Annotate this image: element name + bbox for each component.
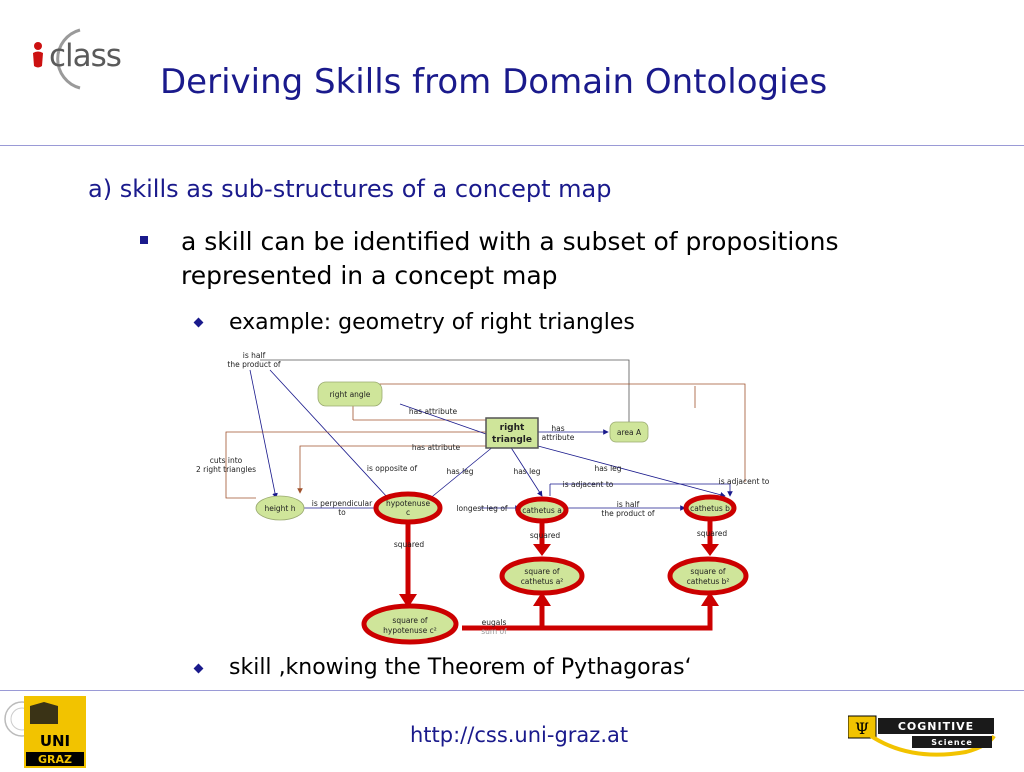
node-label: cathetus b² (687, 577, 730, 586)
node-cathetus-a (515, 496, 569, 524)
svg-text:GRAZ: GRAZ (38, 753, 72, 766)
edge-label: has leg (513, 467, 540, 476)
top-divider (0, 145, 1024, 146)
node-label: hypotenuse (386, 499, 431, 508)
example-text: example: geometry of right triangles (229, 310, 635, 335)
edge-label: is adjacent to (563, 480, 614, 489)
edge-label: 2 right triangles (196, 465, 256, 474)
node-label: triangle (492, 435, 532, 445)
node-label: cathetus a (522, 506, 562, 515)
iclass-logo (28, 26, 128, 90)
edge-label: the product of (227, 360, 281, 369)
edge-label: squared (394, 540, 425, 549)
edge-label: is adjacent to (719, 477, 770, 486)
concept-map-diagram: right angle right triangle area A height… (196, 351, 770, 645)
edge-label: is half (243, 351, 266, 360)
node-square-b (667, 556, 749, 596)
edge-label: has attribute (412, 443, 461, 452)
node-label: cathetus b (690, 504, 730, 513)
node-label: square of (392, 616, 428, 625)
uni-graz-logo: UNI GRAZ (24, 696, 86, 768)
bottom-divider (0, 690, 1024, 691)
node-label: cathetus a² (521, 577, 564, 586)
edge-label: eugals (482, 618, 507, 627)
node-square-c (361, 603, 459, 645)
skill-text: skill ‚knowing the Theorem of Pythagoras… (229, 655, 692, 680)
edge-label: sum of (481, 627, 507, 636)
edge-label: is perpendicular (312, 499, 373, 508)
edge-label: has leg (446, 467, 473, 476)
cognitive-science-logo: Ψ COGNITIVE Science (847, 710, 998, 758)
edge-label: cuts into (210, 456, 243, 465)
slide-title: Deriving Skills from Domain Ontologies (160, 62, 828, 102)
node-label: hypotenuse c² (383, 626, 437, 635)
node-label: area A (617, 428, 642, 437)
diamond-bullet-icon (193, 663, 204, 674)
node-label: right (500, 423, 525, 433)
edge-label: has (551, 424, 564, 433)
edge-label: is opposite of (367, 464, 418, 473)
svg-text:Ψ: Ψ (855, 719, 869, 738)
node-label: square of (690, 567, 726, 576)
node-label: c (406, 508, 410, 517)
node-label: square of (524, 567, 560, 576)
iclass-logo-icon (33, 28, 81, 90)
edge-label: squared (530, 531, 561, 540)
node-cathetus-b (683, 494, 737, 522)
node-height (255, 495, 305, 521)
footer-url[interactable]: http://css.uni-graz.at (410, 723, 629, 747)
node-hypotenuse (373, 491, 443, 525)
svg-text:Science: Science (931, 738, 973, 747)
edge-label: has attribute (409, 407, 458, 416)
node-area (609, 421, 649, 443)
section-heading: a) skills as sub-structures of a concept… (88, 175, 612, 203)
logo-text: class (49, 38, 122, 74)
edge-label: squared (697, 529, 728, 538)
node-label: right angle (330, 390, 371, 399)
diamond-bullet-icon (193, 317, 204, 328)
edge-label: to (338, 508, 346, 517)
edge-label: longest leg of (456, 504, 507, 513)
edge-label: the product of (601, 509, 655, 518)
node-square-a (499, 556, 585, 596)
svg-text:COGNITIVE: COGNITIVE (898, 720, 974, 733)
square-bullet-icon (140, 236, 148, 244)
edge-label: is half (617, 500, 640, 509)
edge-label: attribute (542, 433, 575, 442)
edge-label: has leg (594, 464, 621, 473)
svg-text:UNI: UNI (40, 732, 70, 750)
node-right-triangle (485, 417, 539, 449)
node-label: height h (264, 504, 295, 513)
node-right-angle (317, 381, 383, 407)
bullet-text: a skill can be identified with a subset … (181, 227, 839, 290)
